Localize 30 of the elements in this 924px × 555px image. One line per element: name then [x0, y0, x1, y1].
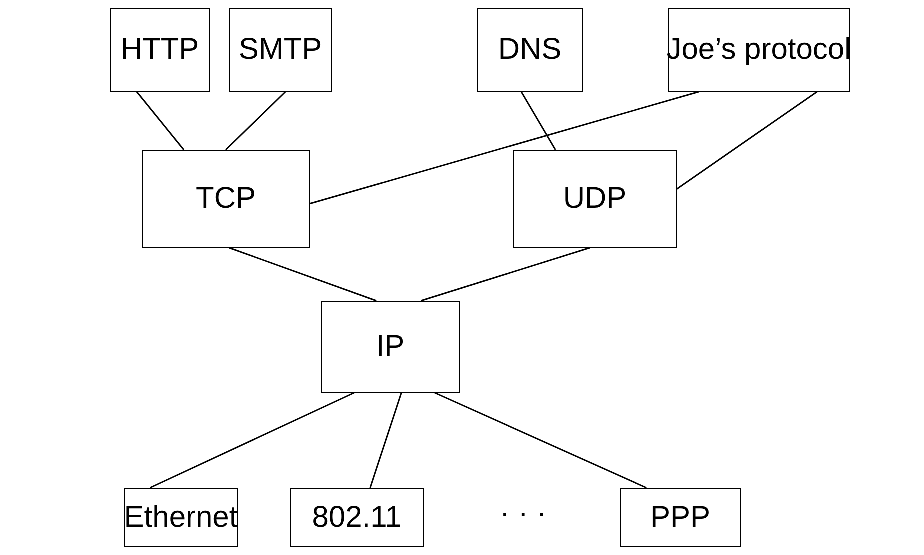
connector-line — [310, 91, 700, 205]
protocol-name: HTTP — [120, 33, 200, 67]
protocol-box — [477, 8, 583, 92]
connector-line — [136, 92, 185, 150]
ellipsis-label: · · · — [500, 497, 547, 531]
protocol-box — [229, 8, 332, 92]
protocol-box — [142, 150, 310, 248]
connector-line — [520, 92, 556, 150]
connector-line — [676, 91, 818, 190]
protocol-box — [110, 8, 210, 92]
protocol-box — [513, 150, 677, 248]
protocol-box — [620, 488, 741, 547]
protocol-box — [321, 301, 460, 393]
protocol-name: DNS — [498, 33, 562, 67]
protocol-box — [290, 488, 424, 547]
protocol-name: TCP — [196, 182, 256, 216]
protocol-name: SMTP — [238, 33, 322, 67]
connector-line — [150, 392, 355, 489]
protocol-name: PPP — [650, 500, 711, 534]
connector-line — [434, 392, 647, 489]
protocol-name: Ethernet — [124, 500, 238, 534]
protocol-box — [124, 488, 238, 547]
connector-line — [229, 247, 377, 302]
connector-line — [370, 392, 402, 488]
connector-line — [225, 91, 286, 151]
protocol-name: IP — [376, 330, 405, 364]
protocol-name: 802.11 — [312, 500, 402, 534]
protocol-box — [668, 8, 850, 92]
connector-line — [420, 247, 590, 302]
protocol-name: UDP — [563, 182, 627, 216]
